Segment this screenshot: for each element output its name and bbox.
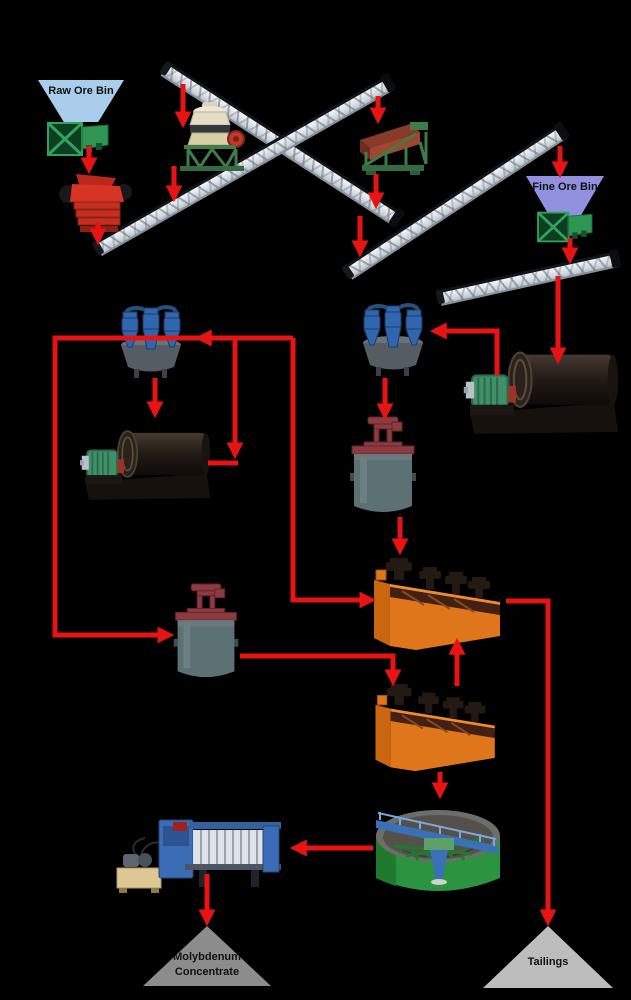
- raw-ore-bin-label: Raw Ore Bin: [48, 85, 114, 97]
- flow-arrow-tank2-to-flotation2: [240, 653, 402, 687]
- raw-ore-bin: Raw Ore Bin: [38, 80, 124, 122]
- mixing-tank-1: [350, 415, 416, 518]
- jaw-crusher: [58, 172, 134, 234]
- flotation-machine-cleaner: [370, 684, 506, 774]
- ball-mill-primary: [452, 340, 631, 436]
- vibrating-feeder-fine: [534, 209, 596, 245]
- hydrocyclone-cluster-primary: [356, 301, 430, 379]
- belt-conveyor-mill-feed: [438, 251, 619, 306]
- flow-arrow-flotation1-to-tailings: [506, 598, 557, 927]
- fine-ore-bin-label: Fine Ore Bin: [532, 181, 598, 193]
- tailings-pile: Tailings: [483, 926, 613, 988]
- molybdenum-concentrate-label: Molybdenum Concentrate: [173, 951, 241, 979]
- molybdenum-concentrate-pile: Molybdenum Concentrate: [143, 926, 271, 986]
- cone-crusher: [170, 100, 254, 172]
- tailings-label: Tailings: [527, 956, 569, 969]
- flotation-machine-rougher: [372, 558, 508, 653]
- ball-mill-regrind: [80, 416, 212, 506]
- fine-ore-bin: Fine Ore Bin: [526, 176, 604, 216]
- vibrating-screen: [356, 118, 434, 178]
- vibrating-feeder-raw: [46, 119, 110, 159]
- filter-press: [114, 810, 288, 894]
- thickener: [372, 794, 506, 904]
- hydrocyclone-cluster-regrind: [114, 303, 188, 381]
- mixing-tank-2: [172, 582, 240, 683]
